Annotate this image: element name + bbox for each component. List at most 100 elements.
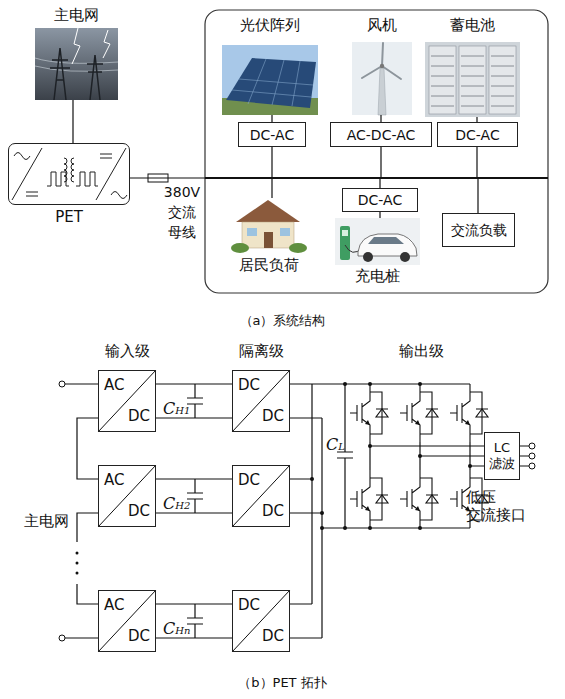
photo-node: 主电网: [35, 28, 118, 100]
stage-heading: 隔离级: [231, 342, 291, 360]
grid-wires: [35, 58, 118, 71]
terminal: [529, 443, 535, 449]
node-text: AC-DC-AC: [347, 127, 416, 143]
wire-connector: [380, 147, 381, 177]
node-text: AC: [104, 597, 124, 614]
node-text: 380V 交流 母线: [161, 182, 203, 242]
house-bush: [231, 243, 249, 253]
junction-dot: [343, 382, 347, 386]
node-text: DC: [128, 503, 150, 520]
node-text: AC: [104, 377, 124, 394]
terminal: [59, 381, 65, 387]
house-window: [280, 228, 290, 236]
capacitor-wiring: [156, 384, 232, 638]
source-label: 主电网: [18, 512, 74, 530]
node-text: DC: [128, 628, 150, 645]
igbt-symbol: [450, 384, 488, 442]
node-text: LC 滤波: [487, 440, 517, 472]
wire-connector: [156, 603, 232, 604]
converter-block: ACDC: [98, 370, 156, 432]
grid-photo: [35, 28, 118, 100]
node-text: DC: [238, 377, 260, 394]
node-text: 主电网: [5, 6, 148, 24]
lightning: [72, 28, 110, 64]
house-roof: [236, 200, 300, 222]
node-text: DC: [238, 597, 260, 614]
igbt-symbol: [350, 470, 388, 528]
node-text: 风机: [322, 16, 442, 34]
photo-node: 蓄电池: [425, 42, 520, 117]
junction-dot: [310, 477, 314, 481]
photo-node: 居民负荷: [232, 198, 305, 253]
wind-photo: [352, 42, 412, 115]
stage-heading: 输入级: [97, 342, 157, 360]
junction-dot: [368, 444, 372, 448]
node-text: DC: [238, 472, 260, 489]
house-window: [247, 228, 257, 236]
car-wheel: [363, 252, 373, 262]
terminal: [529, 453, 535, 459]
node-text: 充电桩: [305, 267, 450, 285]
pet-box: PET: [8, 143, 130, 205]
capacitor-label: CH2: [163, 495, 190, 515]
node-text: DC: [128, 408, 150, 425]
wire-connector: [271, 179, 272, 198]
wire-connector: [130, 177, 205, 178]
converter-box: DC-AC: [342, 188, 418, 212]
node-text: PET: [0, 208, 159, 226]
node-text: DC-AC: [250, 127, 294, 143]
converter-block: DCDC: [232, 370, 290, 432]
junction-dot: [468, 464, 472, 468]
component-label: CL: [326, 436, 345, 456]
pv-panel: [226, 58, 316, 108]
stage-heading: 输出级: [391, 342, 451, 360]
converter-block: ACDC: [98, 465, 156, 527]
ellipsis-dot: [76, 552, 79, 555]
junction-dot: [418, 454, 422, 458]
capacitor-label: CH1: [163, 400, 190, 420]
wire-connector: [156, 383, 232, 384]
junction-dot: [320, 526, 324, 530]
terminal: [529, 463, 535, 469]
photo-node: 光伏阵列: [222, 45, 318, 115]
node-text: DC: [262, 503, 284, 520]
pylon: [50, 48, 103, 100]
house-wall: [242, 222, 294, 248]
charger-post: [340, 226, 350, 260]
bus-bar: 380V 交流 母线: [205, 177, 548, 179]
node-text: DC-AC: [455, 127, 499, 143]
pet-symbols: [12, 148, 127, 200]
pv-grid: [232, 59, 313, 106]
wire-connector: [72, 100, 73, 143]
wire-connector: [380, 115, 381, 122]
ellipsis-dot: [76, 572, 79, 575]
wire-connector: [379, 212, 380, 218]
igbt-symbol: [400, 470, 438, 528]
battery-photo: [425, 42, 520, 117]
node-text: DC-AC: [358, 192, 402, 208]
converter-box: AC-DC-AC: [330, 122, 432, 147]
igbt-symbol: [350, 384, 388, 442]
terminal: [59, 635, 65, 641]
load-box: 交流负载: [442, 213, 515, 247]
photo-node: 风机: [352, 42, 412, 115]
node-text: DC: [262, 408, 284, 425]
node-text: 蓄电池: [395, 16, 550, 34]
transformer-symbol: [64, 158, 74, 182]
converter-box: DC-AC: [437, 122, 518, 147]
igbt-symbol: [400, 384, 438, 442]
wind-hub: [380, 64, 384, 68]
converter-block: DCDC: [232, 590, 290, 652]
wire-connector: [156, 478, 232, 479]
charger-photo: [335, 218, 420, 265]
system-boundary: [205, 10, 548, 293]
car-wheel: [400, 252, 410, 262]
capacitor-label: CHn: [163, 620, 190, 640]
wind-blades: [362, 43, 401, 79]
wire-connector: [379, 179, 380, 188]
interface-label: 低压 交流接口: [466, 488, 538, 524]
house-door: [264, 232, 273, 248]
node-text: AC: [104, 472, 124, 489]
wire-connector: [476, 147, 477, 177]
node-text: 居民负荷: [202, 256, 335, 274]
